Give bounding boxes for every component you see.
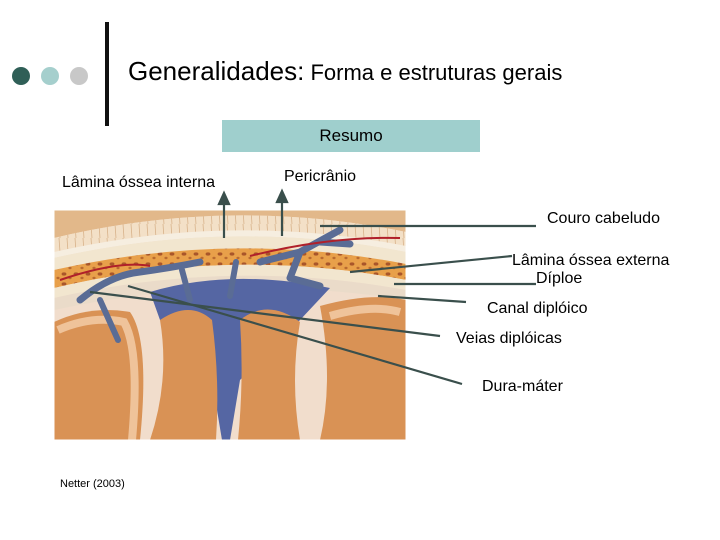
label-lamina-externa: Lâmina óssea externa bbox=[512, 252, 669, 270]
label-dura-mater: Dura-máter bbox=[482, 378, 563, 396]
label-pericranio: Pericrânio bbox=[284, 168, 356, 186]
label-canal-diploico: Canal diplóico bbox=[487, 300, 588, 318]
arrow-lamina-interna bbox=[219, 193, 229, 204]
label-diploe: Díploe bbox=[536, 270, 582, 288]
label-lamina-interna: Lâmina óssea interna bbox=[62, 174, 215, 192]
label-veias-diploicas: Veias diplóicas bbox=[456, 330, 562, 348]
label-couro-cabeludo: Couro cabeludo bbox=[547, 210, 660, 228]
figure-credit: Netter (2003) bbox=[60, 478, 125, 490]
arrow-pericranio bbox=[277, 191, 287, 202]
